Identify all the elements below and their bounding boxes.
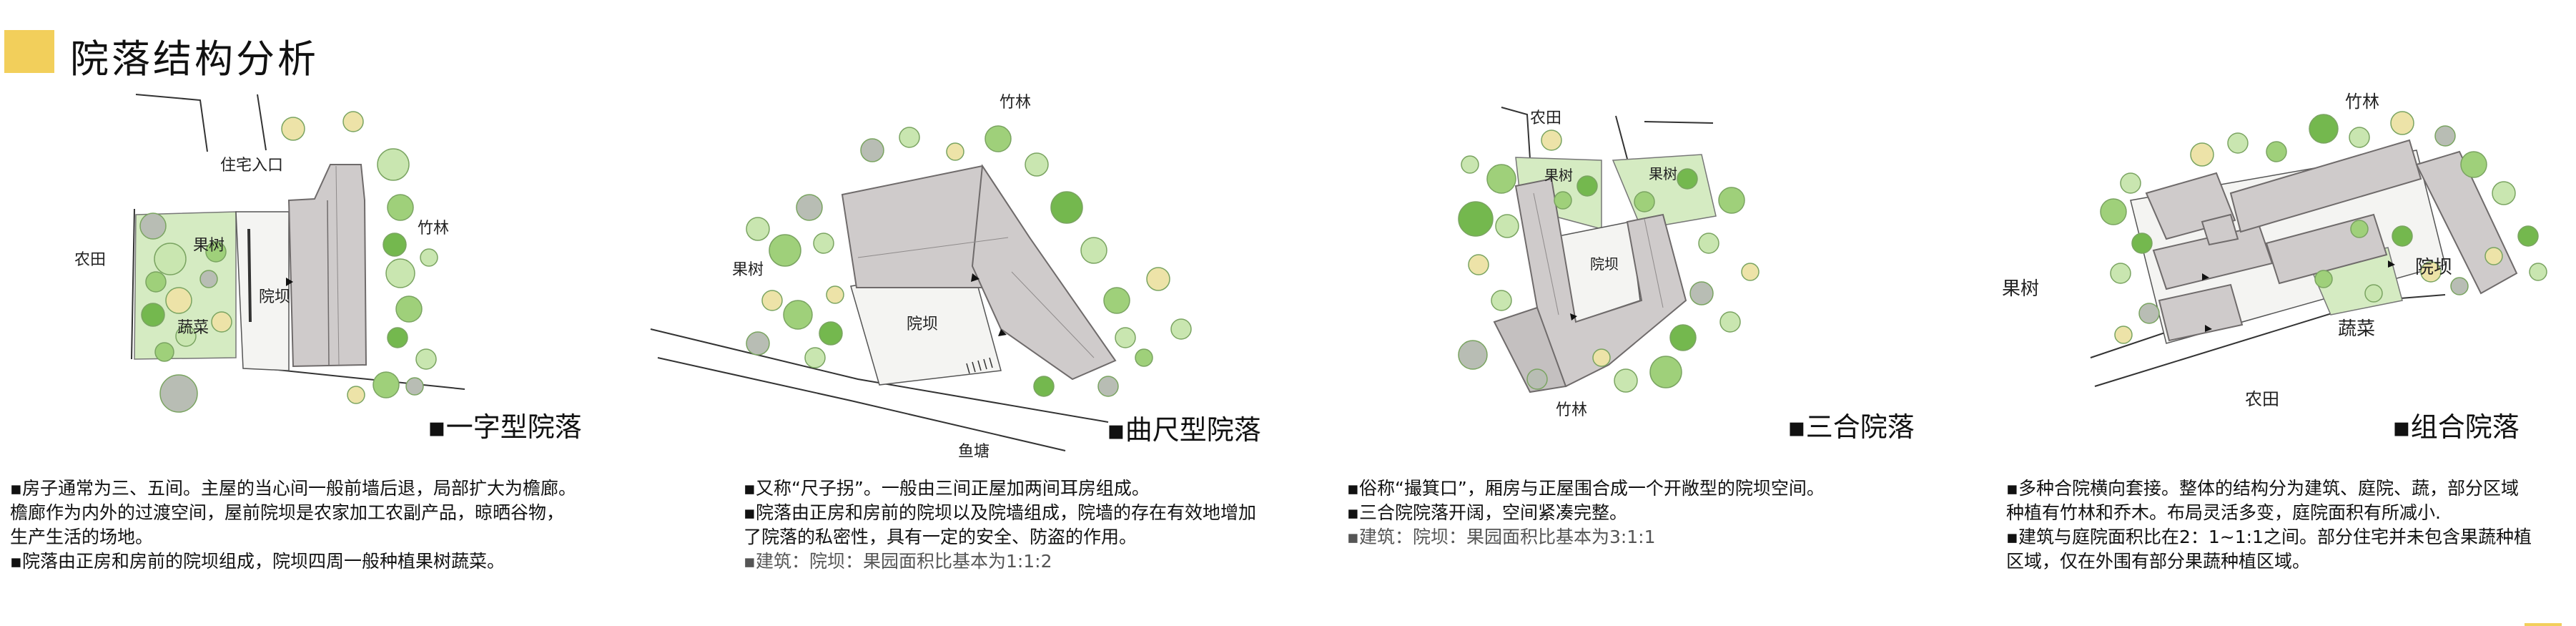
yizi-trees	[139, 111, 438, 413]
quchi-courtyard-label: 院坝	[907, 316, 938, 333]
yizi-courtyard-label: 院坝	[259, 288, 290, 306]
sanhe-site-plan: 农田 果树 果树 院坝 竹林	[1458, 107, 1760, 419]
quchi-site-plan: 竹林 果树 院坝 鱼塘	[650, 94, 1192, 458]
sanhe-bamboo-label: 竹林	[1556, 401, 1587, 419]
panel-yizi: 住宅入口 农田 果树 竹林 院坝 蔬菜	[0, 86, 615, 458]
sanhe-fruit-trees-left-label: 果树	[1544, 167, 1573, 184]
yizi-desc-line: ▪房子通常为三、五间。主屋的当心间一般前墙后退，局部扩大为檐廊。	[10, 478, 576, 499]
yizi-desc-line: ▪院落由正房和房前的院坝组成，院坝四周一般种植果树蔬菜。	[10, 551, 505, 572]
quchi-desc-line: ▪院落由正房和房前的院坝以及院墙组成，院墙的存在有效地增加	[744, 502, 1256, 523]
zuhe-courtyard-label: 院坝	[2415, 257, 2452, 278]
zuhe-desc-line: ▪建筑与庭院面积比在2：1~1:1之间。部分住宅并未包含果蔬种植	[2006, 527, 2532, 547]
sanhe-fruit-trees-right-label: 果树	[1649, 165, 1677, 182]
yizi-description: ▪房子通常为三、五间。主屋的当心间一般前墙后退，局部扩大为檐廊。 檐廊作为内外的…	[10, 476, 618, 574]
zuhe-farmland-label: 农田	[2245, 389, 2279, 409]
yizi-desc-line: 檐廊作为内外的过渡空间，屋前院坝是农家加工农副产品，晾晒谷物，	[10, 502, 565, 523]
sanhe-desc-line: ▪三合院院落开阔，空间紧凑完整。	[1347, 502, 1627, 523]
sanhe-ratio-note: ▪建筑：院坝：果园面积比基本为3:1:1	[1347, 527, 1656, 547]
panel-quchi: 竹林 果树 院坝 鱼塘	[643, 86, 1287, 458]
yizi-vegetables-label: 蔬菜	[177, 319, 209, 337]
zuhe-bamboo-label: 竹林	[2345, 92, 2379, 112]
quchi-desc-line: 了院落的私密性，具有一定的安全、防盗的作用。	[744, 527, 1138, 547]
sanhe-farmland-label: 农田	[1530, 109, 1561, 127]
quchi-type-title: ▪曲尺型院落	[1107, 414, 1261, 446]
zuhe-trees	[2100, 111, 2547, 344]
yizi-type-title: ▪一字型院落	[428, 411, 582, 443]
quchi-trees	[746, 125, 1192, 397]
yizi-entrance-label: 住宅入口	[220, 157, 283, 175]
zuhe-fruit-trees-label: 果树	[2002, 278, 2039, 300]
quchi-fruit-trees-label: 果树	[732, 261, 764, 279]
yizi-fruit-trees-label: 果树	[193, 237, 224, 255]
title-accent-bar	[4, 30, 54, 73]
zuhe-site-plan: 竹林 果树 院坝 蔬菜 农田	[2002, 92, 2547, 409]
sanhe-courtyard-label: 院坝	[1590, 255, 1619, 273]
zuhe-type-title: ▪组合院落	[2392, 411, 2520, 443]
quchi-pond-label: 鱼塘	[958, 443, 990, 458]
sanhe-trees	[1458, 129, 1760, 393]
yizi-bamboo-label: 竹林	[418, 220, 449, 238]
sanhe-buildings	[1493, 177, 1687, 393]
quchi-main-house	[841, 164, 1117, 381]
zuhe-desc-line: ▪多种合院横向套接。整体的结构分为建筑、庭院、蔬，部分区域	[2006, 478, 2519, 499]
yizi-site-plan: 住宅入口 农田 果树 竹林 院坝 蔬菜	[74, 94, 465, 413]
zuhe-desc-line: 区域，仅在外围有部分果蔬种植区域。	[2006, 551, 2311, 572]
quchi-description: ▪又称“尺子拐”。一般由三间正屋加两间耳房组成。 ▪院落由正房和房前的院坝以及院…	[744, 476, 1330, 574]
panel-zuhe: 竹林 果树 院坝 蔬菜 农田	[1988, 86, 2576, 458]
panel-sanhe: 农田 果树 果树 院坝 竹林	[1401, 86, 2002, 458]
sanhe-desc-line: ▪俗称“撮箕口”，厢房与正屋围合成一个开敞型的院坝空间。	[1347, 478, 1825, 499]
zuhe-desc-line: 种植有竹林和乔木。布局灵活多变，庭院面积有所减小.	[2006, 502, 2441, 523]
quchi-ratio-note: ▪建筑：院坝：果园面积比基本为1:1:2	[744, 551, 1052, 572]
quchi-stairs	[966, 357, 993, 374]
zuhe-description: ▪多种合院横向套接。整体的结构分为建筑、庭院、蔬，部分区域 种植有竹林和乔木。布…	[2006, 476, 2571, 574]
sanhe-boundary-lines	[1501, 107, 1714, 160]
quchi-bamboo-label: 竹林	[1000, 94, 1031, 112]
sanhe-description: ▪俗称“撮箕口”，厢房与正屋围合成一个开敞型的院坝空间。 ▪三合院院落开阔，空间…	[1347, 476, 1890, 549]
yizi-desc-line: 生产生活的场地。	[10, 527, 154, 547]
sanhe-type-title: ▪三合院落	[1787, 411, 1915, 443]
quchi-road-lines	[650, 328, 1109, 451]
zuhe-vegetables-label: 蔬菜	[2338, 318, 2375, 340]
corner-accent-mark	[2525, 623, 2562, 626]
yizi-farmland-label: 农田	[74, 251, 106, 269]
zuhe-arrow-marks	[2202, 260, 2395, 332]
yizi-main-house	[286, 164, 367, 368]
quchi-desc-line: ▪又称“尺子拐”。一般由三间正屋加两间耳房组成。	[744, 478, 1150, 499]
page-title: 院落结构分析	[70, 36, 319, 82]
